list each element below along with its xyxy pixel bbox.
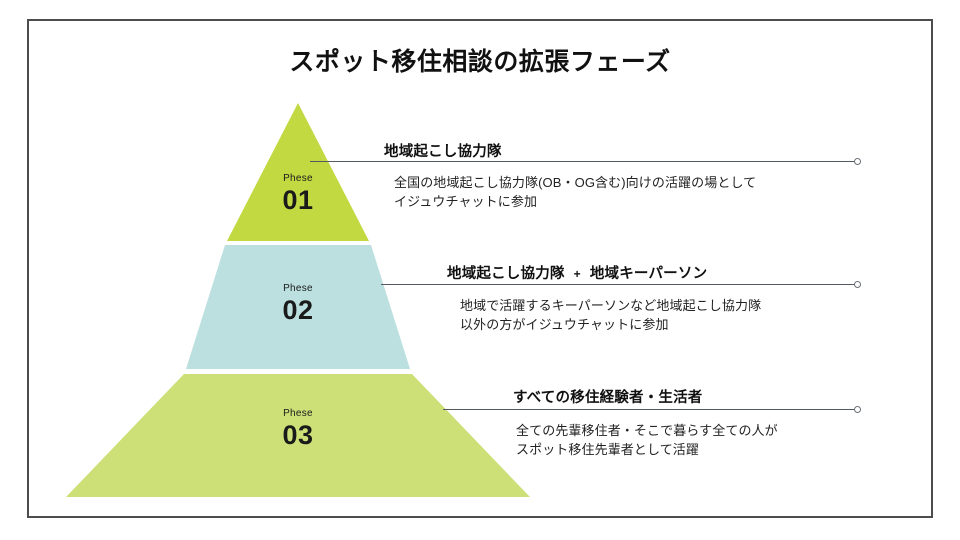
page-title: スポット移住相談の拡張フェーズ <box>289 48 671 76</box>
callout-1-heading-text: 地域起こし協力隊 <box>384 144 502 160</box>
pyramid-tier-3-shape[interactable] <box>66 374 530 497</box>
slide-border-frame <box>27 19 933 518</box>
pyramid-tier-1-shape[interactable] <box>227 103 369 241</box>
callout-2-body: 地域で活躍するキーパーソンなど地域起こし協力隊 以外の方がイジュウチャットに参加 <box>460 298 762 332</box>
callout-1-endpoint-dot <box>854 158 861 165</box>
callout-1-heading: 地域起こし協力隊 <box>384 140 502 161</box>
callout-3-rule <box>443 409 857 410</box>
callout-2-heading-text: 地域起こし協力隊 <box>447 266 565 282</box>
callout-3-body: 全ての先輩移住者・そこで暮らす全ての人が スポット移住先輩者として活躍 <box>516 423 778 457</box>
pyramid-tier-2-shape[interactable] <box>186 245 410 369</box>
callout-3-heading: すべての移住経験者・生活者 <box>513 386 703 407</box>
callout-1-rule <box>310 161 857 162</box>
callout-1-body: 全国の地域起こし協力隊(OB・OG含む)向けの活躍の場として イジュウチャットに… <box>394 175 757 209</box>
callout-2-endpoint-dot <box>854 281 861 288</box>
callout-3-endpoint-dot <box>854 406 861 413</box>
callout-2-rule <box>381 284 857 285</box>
callout-2-heading-text-second: 地域キーパーソン <box>589 266 708 282</box>
callout-3-heading-text: すべての移住経験者・生活者 <box>513 390 703 406</box>
callout-2-heading: 地域起こし協力隊 + 地域キーパーソン <box>447 262 707 283</box>
plus-icon: + <box>573 267 581 281</box>
